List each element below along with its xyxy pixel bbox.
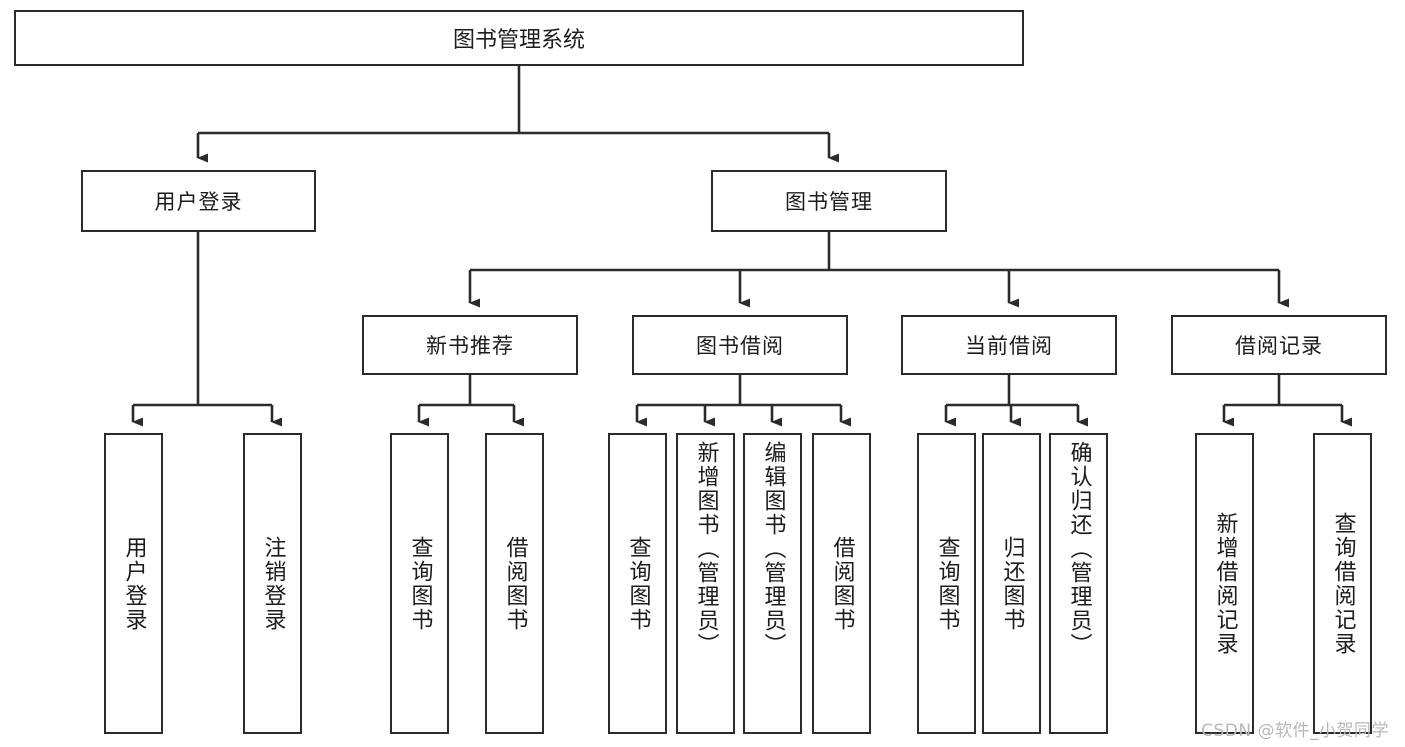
- leaf-return-book-label: 归还图书: [999, 535, 1025, 632]
- leaf-query-borrow-record[interactable]: 查询借阅记录: [1313, 433, 1372, 734]
- node-root-system[interactable]: 图书管理系统: [14, 10, 1024, 66]
- node-new-book-recommend[interactable]: 新书推荐: [362, 315, 578, 375]
- leaf-query-book-borrow[interactable]: 查询图书: [608, 433, 667, 734]
- leaf-logout-login-label: 注销登录: [260, 535, 286, 632]
- leaf-edit-book-admin-label: 编辑图书（管理员）: [760, 441, 786, 657]
- node-new-book-recommend-label: 新书推荐: [426, 334, 514, 358]
- leaf-add-borrow-record-label: 新增借阅记录: [1212, 511, 1238, 656]
- leaf-edit-book-admin[interactable]: 编辑图书（管理员）: [743, 433, 802, 734]
- node-borrow-record-label: 借阅记录: [1235, 334, 1323, 358]
- node-book-management[interactable]: 图书管理: [711, 170, 947, 232]
- leaf-query-book-newbook-label: 查询图书: [407, 535, 433, 632]
- leaf-confirm-return-admin-label: 确认归还（管理员）: [1066, 441, 1092, 657]
- leaf-user-login-label: 用户登录: [121, 535, 147, 632]
- node-user-login-label: 用户登录: [154, 190, 243, 214]
- node-root-label: 图书管理系统: [452, 28, 585, 53]
- leaf-add-book-admin[interactable]: 新增图书（管理员）: [676, 433, 735, 734]
- leaf-query-borrow-record-label: 查询借阅记录: [1330, 511, 1356, 656]
- leaf-query-book-current[interactable]: 查询图书: [917, 433, 976, 734]
- leaf-add-book-admin-label: 新增图书（管理员）: [693, 441, 719, 657]
- node-user-login[interactable]: 用户登录: [81, 170, 316, 232]
- leaf-query-book-newbook[interactable]: 查询图书: [390, 433, 449, 734]
- node-borrow-record[interactable]: 借阅记录: [1171, 315, 1387, 375]
- leaf-query-book-current-label: 查询图书: [934, 535, 960, 632]
- node-book-management-label: 图书管理: [785, 190, 873, 214]
- leaf-borrow-book-borrow[interactable]: 借阅图书: [812, 433, 871, 734]
- leaf-borrow-book-borrow-label: 借阅图书: [829, 535, 855, 632]
- node-book-borrow-label: 图书借阅: [696, 334, 784, 358]
- leaf-query-book-borrow-label: 查询图书: [625, 535, 651, 632]
- leaf-confirm-return-admin[interactable]: 确认归还（管理员）: [1049, 433, 1108, 734]
- leaf-borrow-book-newbook-label: 借阅图书: [502, 535, 528, 632]
- leaf-logout-login[interactable]: 注销登录: [243, 433, 302, 734]
- leaf-return-book[interactable]: 归还图书: [982, 433, 1041, 734]
- node-current-borrow[interactable]: 当前借阅: [901, 315, 1117, 375]
- node-current-borrow-label: 当前借阅: [965, 334, 1053, 358]
- leaf-borrow-book-newbook[interactable]: 借阅图书: [485, 433, 544, 734]
- node-book-borrow[interactable]: 图书借阅: [632, 315, 848, 375]
- leaf-user-login[interactable]: 用户登录: [104, 433, 163, 734]
- leaf-add-borrow-record[interactable]: 新增借阅记录: [1195, 433, 1254, 734]
